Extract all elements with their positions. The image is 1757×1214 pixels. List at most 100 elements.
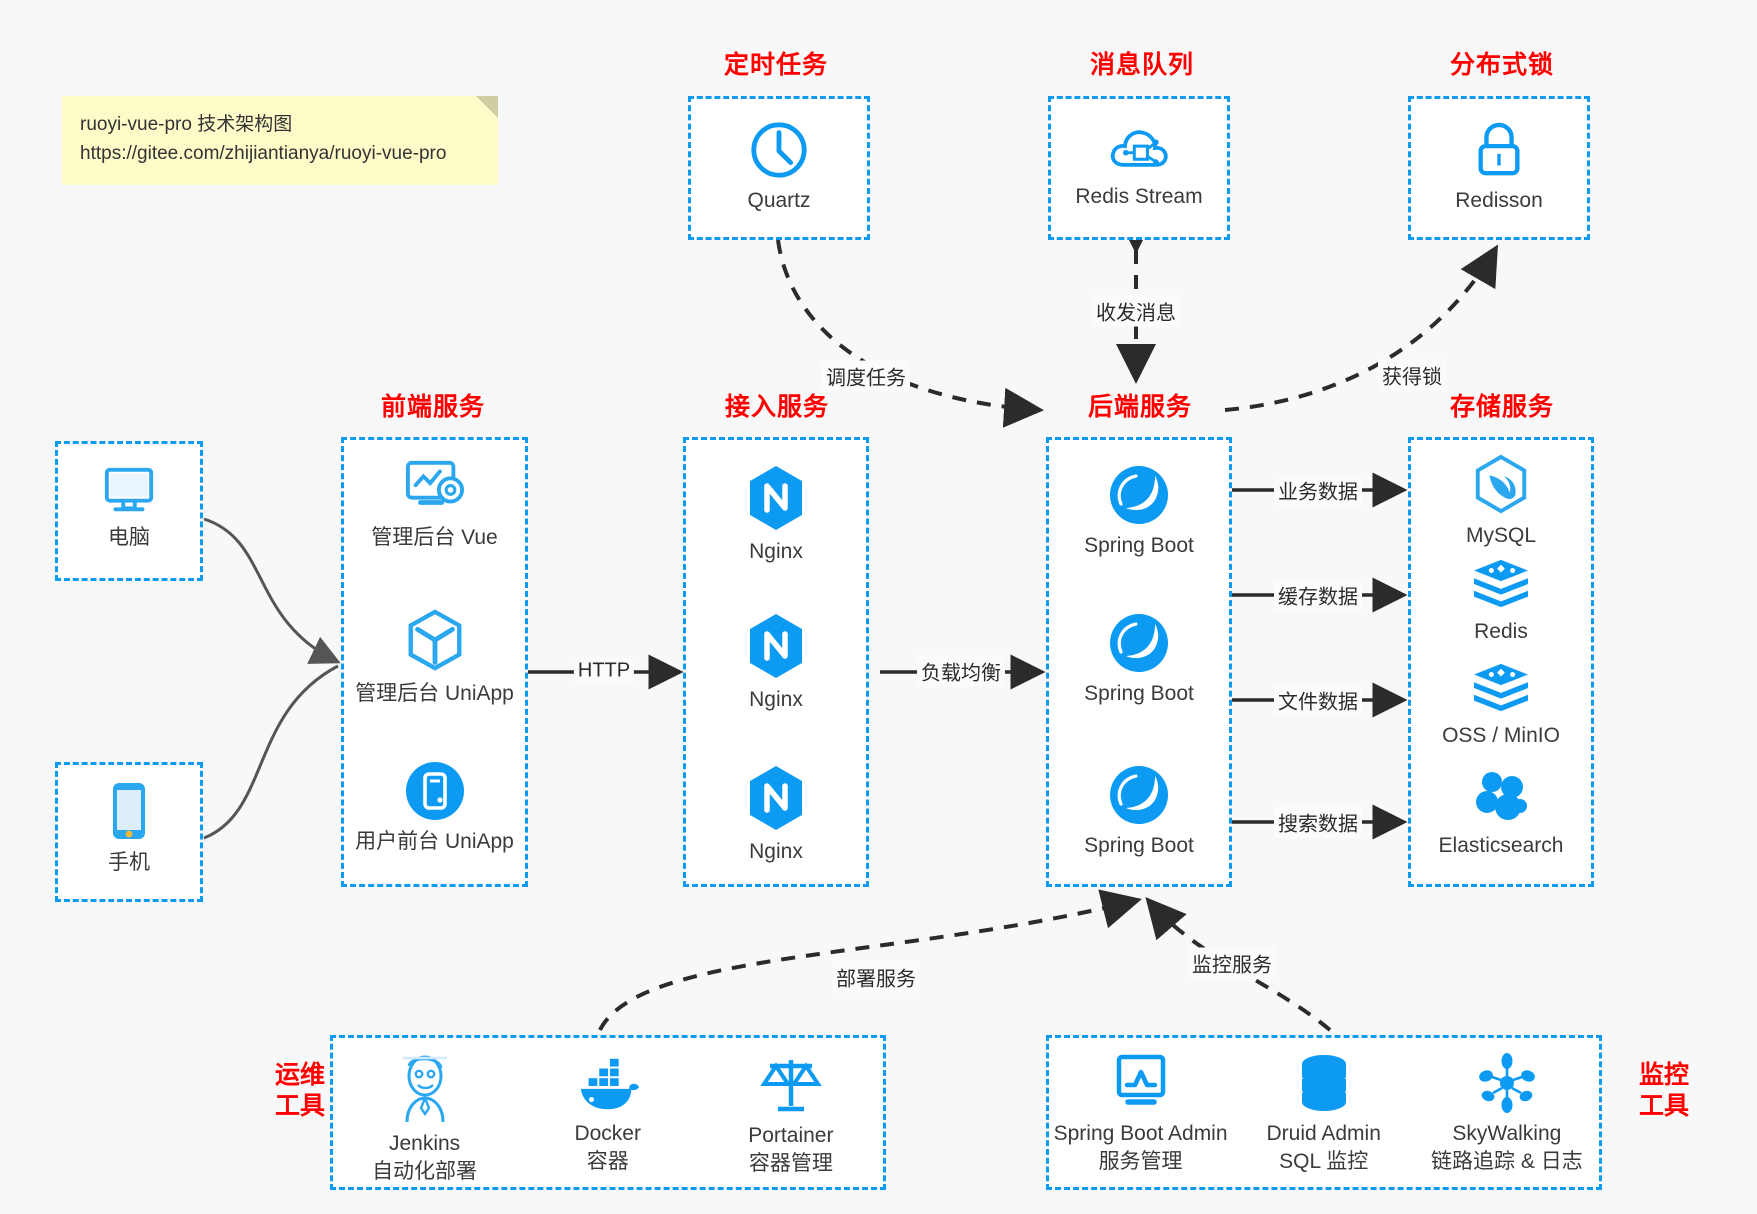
group-scheduler[interactable]: Quartz — [688, 96, 870, 240]
edge-label-lb: 负载均衡 — [917, 655, 1005, 687]
node-label: Nginx — [749, 540, 803, 563]
group-devops[interactable]: Jenkins 自动化部署 — [330, 1035, 886, 1190]
node-user-uniapp[interactable]: 用户前台 UniApp — [344, 760, 525, 856]
group-title-gateway: 接入服务 — [725, 393, 830, 421]
group-title-backend: 后端服务 — [1088, 393, 1193, 421]
group-mq[interactable]: Redis Stream — [1048, 96, 1230, 240]
node-sublabel: 容器 — [586, 1150, 629, 1174]
group-title-devops: 运维 工具 — [260, 1060, 340, 1123]
node-label: Quartz — [747, 189, 811, 212]
padlock-icon — [1411, 119, 1587, 181]
nginx-icon — [686, 612, 866, 680]
edge-label-message: 收发消息 — [1092, 295, 1180, 327]
node-label: Redisson — [1455, 189, 1543, 212]
node-label: Druid Admin — [1266, 1122, 1381, 1145]
node-label: Redis Stream — [1075, 185, 1203, 208]
node-label: Spring Boot — [1084, 534, 1194, 557]
edge-label-schedule: 调度任务 — [822, 360, 910, 392]
group-storage[interactable]: MySQL Redis — [1408, 437, 1594, 887]
jenkins-butler-icon — [333, 1052, 516, 1124]
group-monitor[interactable]: Spring Boot Admin 服务管理 Druid Admin SQL 监… — [1046, 1035, 1602, 1190]
group-title-storage: 存储服务 — [1450, 393, 1555, 421]
node-label: SkyWalking — [1452, 1122, 1562, 1145]
node-label: 电脑 — [108, 526, 150, 549]
node-mobile[interactable]: 手机 — [58, 781, 200, 877]
node-redis-stream[interactable]: Redis Stream — [1051, 119, 1227, 211]
node-label: Nginx — [749, 840, 803, 863]
mysql-dolphin-icon — [1411, 454, 1591, 516]
node-label: Jenkins — [388, 1132, 461, 1155]
node-springboot-2[interactable]: Spring Boot — [1049, 612, 1229, 708]
group-client-desktop[interactable]: 电脑 — [55, 441, 203, 581]
group-gateway[interactable]: Nginx Nginx Nginx — [683, 437, 869, 887]
node-label: 用户前台 UniApp — [355, 830, 514, 853]
note-line-2: https://gitee.com/zhijiantianya/ruoyi-vu… — [80, 143, 447, 165]
group-title-frontend: 前端服务 — [381, 393, 486, 421]
edge-clients-to-frontend — [203, 517, 341, 840]
note-fold-corner — [476, 96, 498, 118]
skywalking-icon — [1415, 1052, 1598, 1114]
node-sublabel: SQL 监控 — [1279, 1150, 1369, 1174]
node-admin-vue[interactable]: 管理后台 Vue — [344, 458, 525, 552]
group-client-mobile[interactable]: 手机 — [55, 762, 203, 902]
node-label: Spring Boot — [1084, 682, 1194, 705]
node-nginx-3[interactable]: Nginx — [686, 764, 866, 866]
edge-label-lock: 获得锁 — [1378, 359, 1446, 391]
node-sublabel: 容器管理 — [748, 1152, 833, 1176]
group-title-scheduler: 定时任务 — [724, 51, 829, 79]
node-sublabel: 链路追踪 & 日志 — [1431, 1150, 1583, 1174]
node-springboot-1[interactable]: Spring Boot — [1049, 464, 1229, 560]
node-redis[interactable]: Redis — [1411, 558, 1591, 646]
devops-title-line-2: 工具 — [274, 1092, 325, 1121]
node-skywalking[interactable]: SkyWalking 链路追踪 & 日志 — [1415, 1052, 1598, 1177]
node-portainer[interactable]: Portainer 容器管理 — [699, 1052, 882, 1179]
node-mysql[interactable]: MySQL — [1411, 454, 1591, 550]
nginx-icon — [686, 464, 866, 532]
edge-label-file: 文件数据 — [1274, 684, 1362, 716]
group-title-lock: 分布式锁 — [1450, 51, 1555, 79]
elasticsearch-icon — [1411, 768, 1591, 826]
group-backend[interactable]: Spring Boot Spring Boot Spring Boot — [1046, 437, 1232, 887]
edge-lock-line — [1224, 244, 1499, 412]
spring-leaf-icon — [1049, 464, 1229, 526]
node-elasticsearch[interactable]: Elasticsearch — [1411, 768, 1591, 860]
node-nginx-1[interactable]: Nginx — [686, 464, 866, 566]
node-label: 手机 — [108, 851, 150, 874]
mobile-round-icon — [344, 760, 525, 822]
node-desktop[interactable]: 电脑 — [58, 464, 200, 552]
group-lock[interactable]: Redisson — [1408, 96, 1590, 240]
mobile-icon — [58, 781, 200, 843]
group-frontend[interactable]: 管理后台 Vue 管理后台 UniApp — [341, 437, 528, 887]
title-note: ruoyi-vue-pro 技术架构图 https://gitee.com/zh… — [62, 96, 498, 185]
node-spring-boot-admin[interactable]: Spring Boot Admin 服务管理 — [1049, 1052, 1232, 1177]
devops-title-line-1: 运维 — [274, 1061, 325, 1089]
edge-label-deploy: 部署服务 — [832, 961, 920, 993]
desktop-icon — [58, 464, 200, 518]
node-quartz[interactable]: Quartz — [691, 119, 867, 215]
node-redisson[interactable]: Redisson — [1411, 119, 1587, 215]
cloud-network-icon — [1051, 119, 1227, 177]
edge-label-cache: 缓存数据 — [1274, 579, 1362, 611]
node-druid-admin[interactable]: Druid Admin SQL 监控 — [1232, 1052, 1415, 1177]
node-nginx-2[interactable]: Nginx — [686, 612, 866, 714]
redis-stack-icon — [1411, 662, 1591, 716]
clock-icon — [691, 119, 867, 181]
node-label: 管理后台 Vue — [371, 526, 498, 549]
group-title-monitor: 监控 工具 — [1624, 1060, 1704, 1123]
monitor-chart-icon — [1049, 1052, 1232, 1114]
node-oss-minio[interactable]: OSS / MinIO — [1411, 662, 1591, 750]
edge-label-search: 搜索数据 — [1274, 806, 1362, 838]
node-label: OSS / MinIO — [1442, 724, 1560, 747]
node-label: Spring Boot Admin — [1053, 1122, 1228, 1145]
node-admin-uniapp[interactable]: 管理后台 UniApp — [344, 608, 525, 708]
node-label: Redis — [1474, 620, 1528, 643]
monitor-title-line-2: 工具 — [1638, 1092, 1689, 1121]
node-jenkins[interactable]: Jenkins 自动化部署 — [333, 1052, 516, 1187]
node-springboot-3[interactable]: Spring Boot — [1049, 764, 1229, 860]
node-label: Elasticsearch — [1438, 834, 1564, 857]
edge-label-business: 业务数据 — [1274, 474, 1362, 506]
node-docker[interactable]: Docker 容器 — [516, 1056, 699, 1177]
node-label: Nginx — [749, 688, 803, 711]
monitor-title-line-1: 监控 — [1638, 1061, 1689, 1089]
